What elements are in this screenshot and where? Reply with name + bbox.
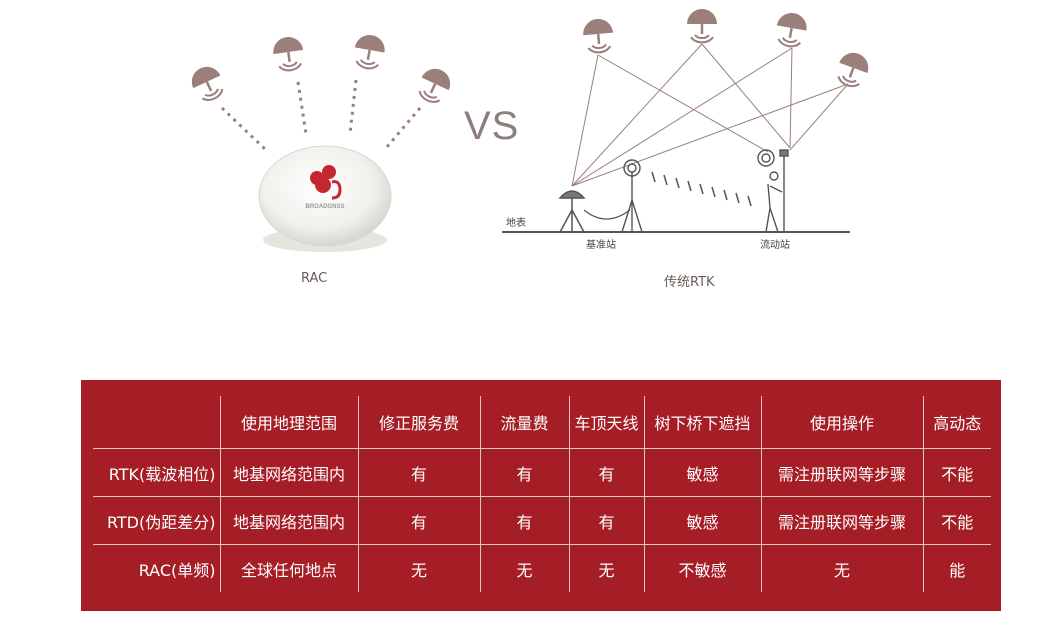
rover-station-label: 流动站 bbox=[760, 238, 790, 251]
table-cell: 全球任何地点 bbox=[219, 544, 358, 592]
table-cell: 不能 bbox=[922, 496, 991, 545]
rtk-caption: 传统RTK bbox=[664, 275, 715, 290]
comparison-table: 使用地理范围 修正服务费 流量费 车顶天线 树下桥下遮挡 使用操作 高动态 RT… bbox=[93, 396, 991, 592]
rac-satellites bbox=[185, 31, 457, 109]
row-header-cell: RTD(伪距差分) bbox=[93, 496, 220, 545]
table-cell: 有 bbox=[568, 448, 644, 497]
brand-logo-icon bbox=[310, 165, 342, 200]
base-station-label: 基准站 bbox=[586, 238, 616, 251]
table-cell: 地基网络范围内 bbox=[219, 448, 358, 497]
table-cell: 敏感 bbox=[643, 496, 761, 545]
header-cell: 使用地理范围 bbox=[219, 396, 358, 449]
rtk-signal-lines bbox=[571, 43, 849, 187]
table-cell: 有 bbox=[357, 496, 480, 545]
satellite-icon bbox=[772, 9, 811, 50]
satellite-icon bbox=[350, 31, 389, 72]
table-cell: 需注册联网等步骤 bbox=[760, 496, 923, 545]
table-row: RTD(伪距差分) 地基网络范围内 有 有 有 敏感 需注册联网等步骤 不能 bbox=[93, 496, 991, 545]
table-cell: 无 bbox=[568, 544, 644, 592]
table-cell: 能 bbox=[922, 544, 991, 592]
header-cell: 修正服务费 bbox=[357, 396, 480, 449]
base-station-icon bbox=[558, 190, 631, 233]
table-cell: 有 bbox=[568, 496, 644, 545]
satellite-icon bbox=[685, 7, 719, 44]
comparison-illustration: BROADGNSS bbox=[185, 7, 874, 252]
satellite-icon bbox=[831, 47, 874, 92]
rac-device-image: BROADGNSS bbox=[258, 145, 392, 252]
table-cell: 需注册联网等步骤 bbox=[760, 448, 923, 497]
header-cell: 车顶天线 bbox=[568, 396, 644, 449]
header-cell: 高动态 bbox=[922, 396, 991, 449]
table-row: RAC(单频) 全球任何地点 无 无 无 不敏感 无 能 bbox=[93, 544, 991, 592]
table-cell: 有 bbox=[479, 448, 569, 497]
ground-label: 地表 bbox=[506, 216, 526, 229]
row-header-cell: RAC(单频) bbox=[138, 560, 216, 580]
header-cell: 树下桥下遮挡 bbox=[643, 396, 761, 449]
table-cell: 不敏感 bbox=[643, 544, 761, 592]
satellite-icon bbox=[580, 16, 616, 55]
table-cell: 无 bbox=[357, 544, 480, 592]
radio-link-lines bbox=[651, 171, 752, 207]
radio-antenna-icon bbox=[621, 159, 643, 233]
rac-signal-lines bbox=[220, 79, 422, 152]
vs-text: VS bbox=[464, 104, 520, 148]
device-brand-text: BROADGNSS bbox=[305, 204, 344, 210]
header-cell: 使用操作 bbox=[760, 396, 923, 449]
table-cell: 有 bbox=[357, 448, 480, 497]
rtk-satellites bbox=[580, 7, 874, 92]
comparison-table-panel: 使用地理范围 修正服务费 流量费 车顶天线 树下桥下遮挡 使用操作 高动态 RT… bbox=[81, 380, 1001, 611]
header-cell bbox=[93, 396, 220, 449]
satellite-icon bbox=[412, 62, 457, 109]
header-cell: 流量费 bbox=[479, 396, 569, 449]
table-cell: 无 bbox=[760, 544, 923, 592]
table-cell: 敏感 bbox=[643, 448, 761, 497]
satellite-icon bbox=[270, 33, 307, 74]
table-cell: 有 bbox=[479, 496, 569, 545]
table-header-row: 使用地理范围 修正服务费 流量费 车顶天线 树下桥下遮挡 使用操作 高动态 bbox=[93, 396, 991, 449]
table-cell: 无 bbox=[479, 544, 569, 592]
table-cell: 不能 bbox=[922, 448, 991, 497]
rover-operator-icon bbox=[757, 149, 789, 233]
row-header-cell: RTK(载波相位) bbox=[93, 448, 220, 497]
rac-caption: RAC bbox=[301, 271, 328, 286]
table-cell: 地基网络范围内 bbox=[219, 496, 358, 545]
table-row: RTK(载波相位) 地基网络范围内 有 有 有 敏感 需注册联网等步骤 不能 bbox=[93, 448, 991, 497]
satellite-icon bbox=[185, 60, 230, 107]
